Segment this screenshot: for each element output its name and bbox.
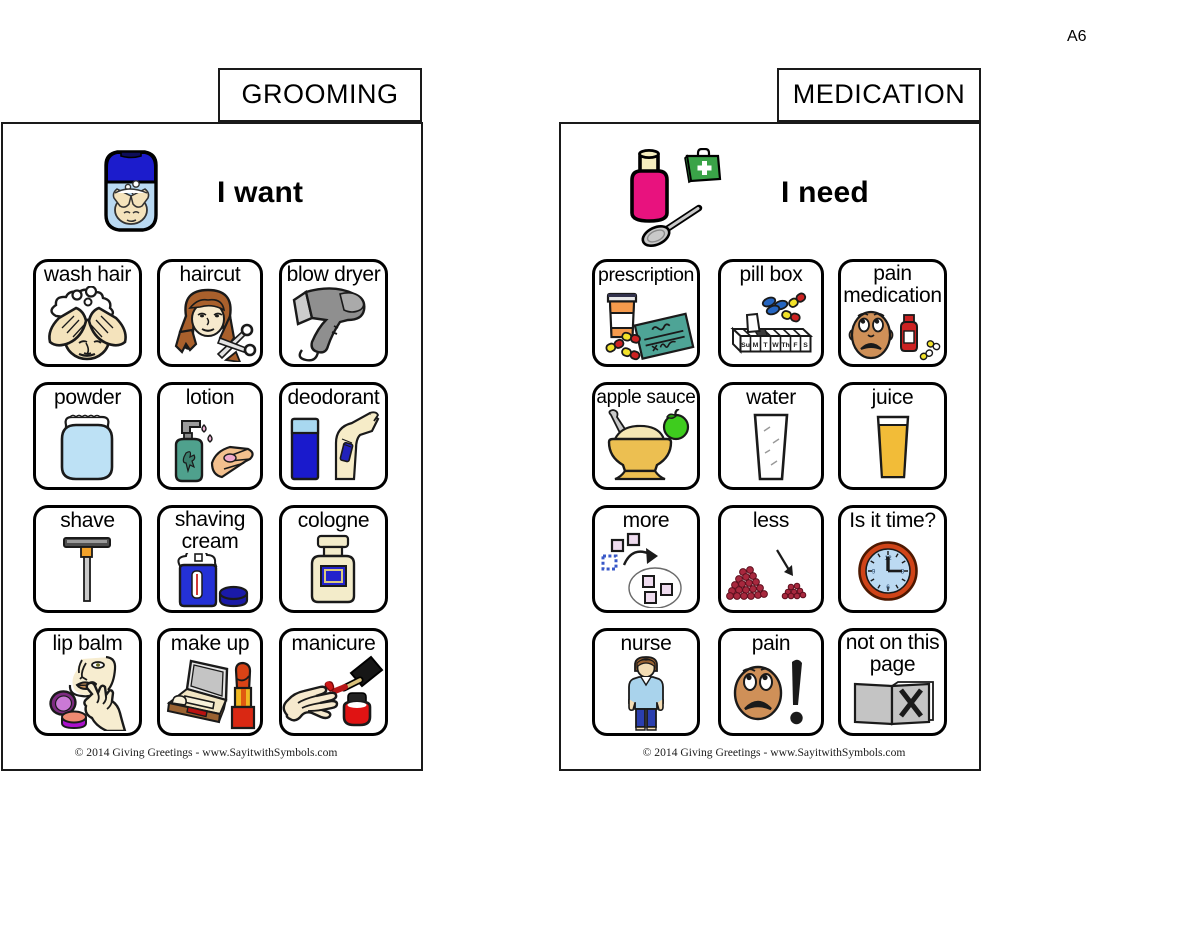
svg-text:W: W <box>772 342 779 349</box>
svg-text:6: 6 <box>886 584 890 591</box>
svg-text:F: F <box>793 342 797 349</box>
svg-text:Th: Th <box>781 342 789 349</box>
svg-text:S: S <box>803 342 808 349</box>
svg-text:T: T <box>763 342 768 349</box>
svg-text:3: 3 <box>901 569 905 576</box>
svg-text:Su: Su <box>741 342 750 349</box>
svg-text:9: 9 <box>872 569 876 576</box>
svg-text:M: M <box>753 342 759 349</box>
